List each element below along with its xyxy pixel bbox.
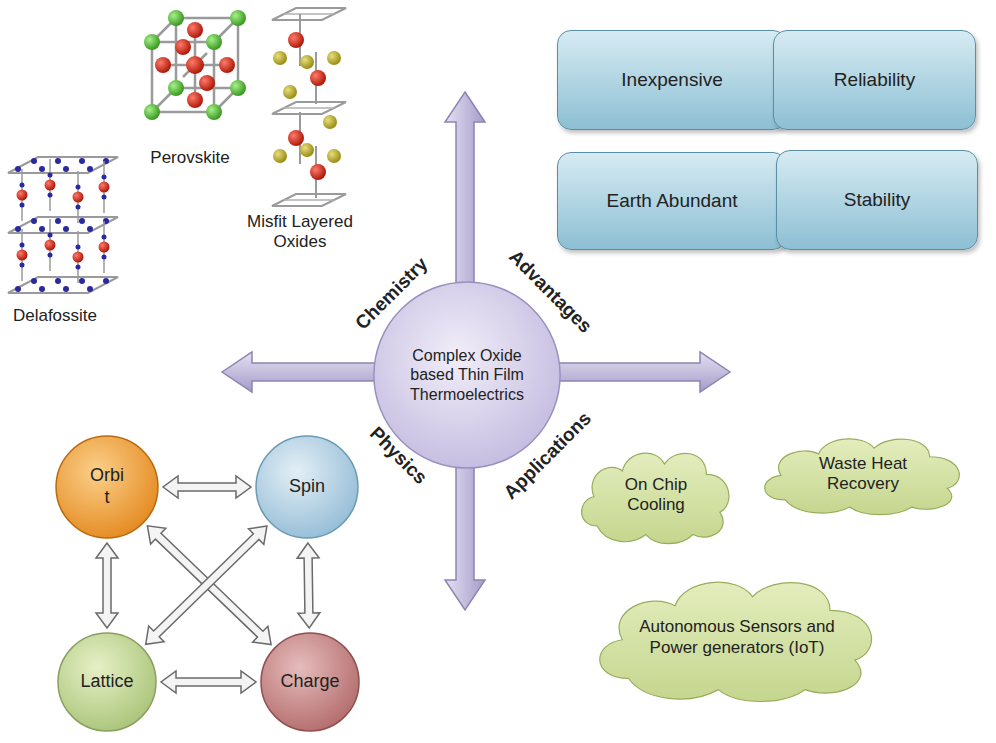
double-arrow [146,526,267,644]
application-cloud: Waste Heat Recovery [752,428,974,520]
text-column: On Chip Cooling [606,475,706,516]
node-text: Inexpensive [621,69,722,92]
text-column: Orbi t [87,465,127,508]
text-holder: Lattice [57,632,157,732]
text-holder: Autonomous Sensors and Power generators … [582,565,892,710]
perovskite-atoms [144,10,246,120]
structure-label: Perovskite [130,148,250,168]
delafossite-structure [8,157,118,293]
text-holder: On Chip Cooling [572,440,740,550]
node-text: Reliability [834,69,915,92]
text-holder: Stability [777,151,977,249]
text-holder: Earth Abundant [558,153,786,249]
center-circle: Complex Oxide based Thin Film Thermoelec… [372,280,562,470]
text-holder: Orbi t [55,435,159,539]
physics-circle: Charge [260,632,360,732]
double-arrow [163,476,251,498]
text-column: Spin [262,476,352,498]
text-column: Autonomous Sensors and Power generators … [637,617,837,658]
double-arrow [161,671,256,693]
misfit-layered-structure [272,8,346,206]
physics-circle: Lattice [57,632,157,732]
application-cloud: Autonomous Sensors and Power generators … [582,565,892,710]
perovskite-cell [152,18,238,112]
advantage-box: Reliability [773,30,976,130]
advantage-box: Earth Abundant [557,152,787,250]
structure-label: Delafossite [0,306,110,326]
physics-circle: Spin [255,435,359,539]
node-text: Spin [262,476,352,498]
node-text: Orbi t [87,465,127,508]
text-column: Waste Heat Recovery [793,454,933,495]
double-arrow [297,543,320,628]
node-text: Charge [265,671,355,693]
text-column: Reliability [834,69,915,92]
text-column: Inexpensive [621,69,722,92]
node-text: On Chip Cooling [606,475,706,516]
text-holder: Reliability [774,31,975,129]
structure-label: Misfit Layered Oxides [245,212,355,253]
text-column: Lattice [62,671,152,693]
text-column: Complex Oxide based Thin Film Thermoelec… [392,346,542,404]
node-text: Earth Abundant [607,190,738,213]
double-arrow [96,543,118,628]
text-holder: Spin [255,435,359,539]
text-holder: Waste Heat Recovery [752,428,974,520]
advantage-box: Inexpensive [557,30,787,130]
node-text: Waste Heat Recovery [793,454,933,495]
text-holder: Inexpensive [558,31,786,129]
text-column: Charge [265,671,355,693]
text-column: Stability [844,189,911,212]
node-text: Autonomous Sensors and Power generators … [637,617,837,658]
application-cloud: On Chip Cooling [572,440,740,550]
node-text: Stability [844,189,911,212]
advantage-box: Stability [776,150,978,250]
text-holder: Complex Oxide based Thin Film Thermoelec… [372,280,562,470]
node-text: Lattice [62,671,152,693]
node-text: Complex Oxide based Thin Film Thermoelec… [392,346,542,404]
text-holder: Charge [260,632,360,732]
physics-circle: Orbi t [55,435,159,539]
text-column: Earth Abundant [607,190,738,213]
